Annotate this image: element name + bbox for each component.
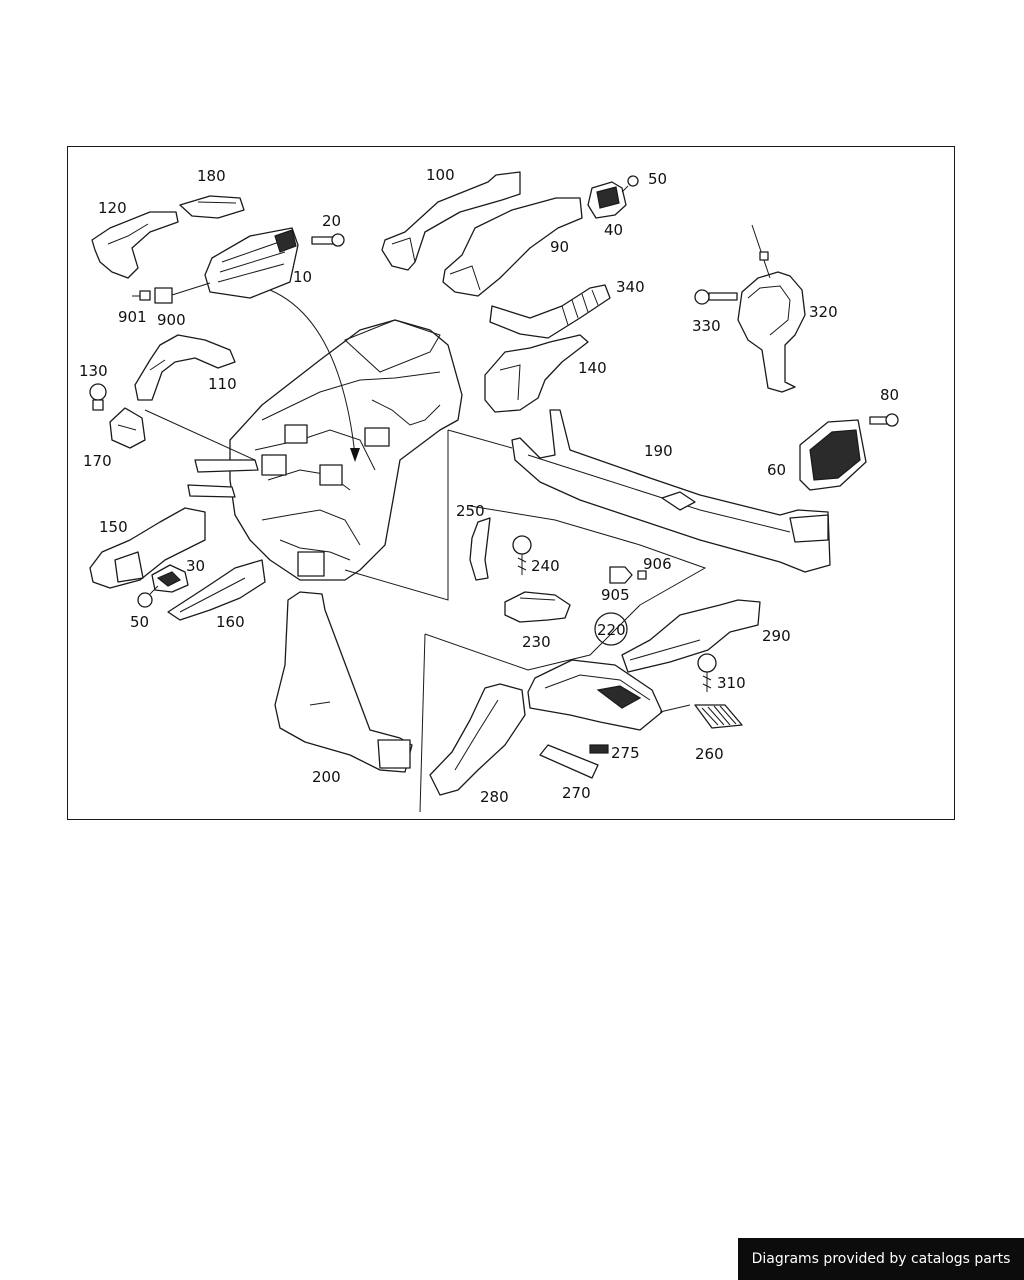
part-220-circle bbox=[594, 612, 628, 646]
diagram-frame bbox=[67, 146, 955, 820]
hvac-housing bbox=[187, 319, 463, 581]
part-330-screw bbox=[694, 289, 738, 305]
part-900-clip bbox=[154, 282, 211, 304]
callout-150: 150 bbox=[99, 518, 128, 536]
callout-10: 10 bbox=[293, 268, 312, 286]
callout-170: 170 bbox=[83, 452, 112, 470]
part-140-duct bbox=[484, 334, 589, 413]
callout-310: 310 bbox=[717, 674, 746, 692]
part-60-vent bbox=[799, 419, 867, 491]
part-290-duct bbox=[621, 599, 761, 673]
callout-901: 901 bbox=[118, 308, 147, 326]
part-230-actuator bbox=[504, 591, 571, 623]
callout-220: 220 bbox=[597, 621, 626, 639]
callout-290: 290 bbox=[762, 627, 791, 645]
credit-banner: Diagrams provided by catalogs parts bbox=[738, 1238, 1024, 1280]
callout-90: 90 bbox=[550, 238, 569, 256]
callout-130: 130 bbox=[79, 362, 108, 380]
part-10-center-vent bbox=[204, 227, 299, 299]
callout-280: 280 bbox=[480, 788, 509, 806]
callout-275: 275 bbox=[611, 744, 640, 762]
part-906-pin bbox=[637, 570, 647, 580]
callout-330: 330 bbox=[692, 317, 721, 335]
part-20-screw bbox=[311, 233, 345, 247]
part-190-duct bbox=[511, 409, 831, 573]
part-905-connector bbox=[609, 566, 633, 584]
callout-50-lower: 50 bbox=[130, 613, 149, 631]
part-50-screw-top bbox=[621, 175, 639, 193]
part-340-hose bbox=[489, 284, 611, 339]
callout-20: 20 bbox=[322, 212, 341, 230]
credit-text: Diagrams provided by catalogs parts bbox=[751, 1251, 1011, 1267]
part-150-duct bbox=[89, 507, 206, 589]
part-180-seal bbox=[179, 195, 245, 219]
callout-120: 120 bbox=[98, 199, 127, 217]
part-310-screw bbox=[697, 653, 717, 692]
part-120-duct bbox=[91, 211, 179, 279]
part-160-duct bbox=[167, 559, 266, 621]
callout-906: 906 bbox=[643, 555, 672, 573]
callout-labels: 180 120 20 10 901 900 100 90 50 40 340 3… bbox=[79, 166, 899, 806]
callout-320: 320 bbox=[809, 303, 838, 321]
part-40-vent bbox=[587, 181, 627, 219]
callout-200: 200 bbox=[312, 768, 341, 786]
part-170-bracket bbox=[109, 407, 146, 449]
callout-160: 160 bbox=[216, 613, 245, 631]
callout-900: 900 bbox=[157, 311, 186, 329]
callout-340: 340 bbox=[616, 278, 645, 296]
part-200-duct bbox=[274, 591, 413, 773]
control-module bbox=[527, 659, 691, 731]
part-240-screw bbox=[512, 535, 532, 575]
callout-250: 250 bbox=[456, 502, 485, 520]
callout-60: 60 bbox=[767, 461, 786, 479]
part-50-screw-lower bbox=[137, 585, 159, 608]
part-100-duct bbox=[381, 171, 521, 271]
callout-190: 190 bbox=[644, 442, 673, 460]
part-320-blower bbox=[737, 224, 806, 393]
callout-905: 905 bbox=[601, 586, 630, 604]
callout-110: 110 bbox=[208, 375, 237, 393]
part-90-duct bbox=[442, 197, 583, 297]
callout-140: 140 bbox=[578, 359, 607, 377]
part-250-clamp bbox=[469, 517, 491, 581]
callout-100: 100 bbox=[426, 166, 455, 184]
part-280-duct bbox=[429, 683, 526, 796]
part-30-bracket bbox=[151, 564, 189, 593]
callout-180: 180 bbox=[197, 167, 226, 185]
part-80-screw bbox=[869, 413, 899, 427]
callout-260: 260 bbox=[695, 745, 724, 763]
part-901-pin bbox=[132, 290, 151, 301]
callout-270: 270 bbox=[562, 784, 591, 802]
callout-80: 80 bbox=[880, 386, 899, 404]
part-260-filter bbox=[694, 704, 743, 729]
callout-30: 30 bbox=[186, 557, 205, 575]
part-130-screw bbox=[89, 383, 107, 411]
part-110-duct bbox=[134, 334, 236, 401]
callout-230: 230 bbox=[522, 633, 551, 651]
part-275-clip bbox=[589, 744, 609, 754]
callout-240: 240 bbox=[531, 557, 560, 575]
part-270-duct bbox=[539, 744, 599, 779]
callout-50-top: 50 bbox=[648, 170, 667, 188]
callout-40: 40 bbox=[604, 221, 623, 239]
